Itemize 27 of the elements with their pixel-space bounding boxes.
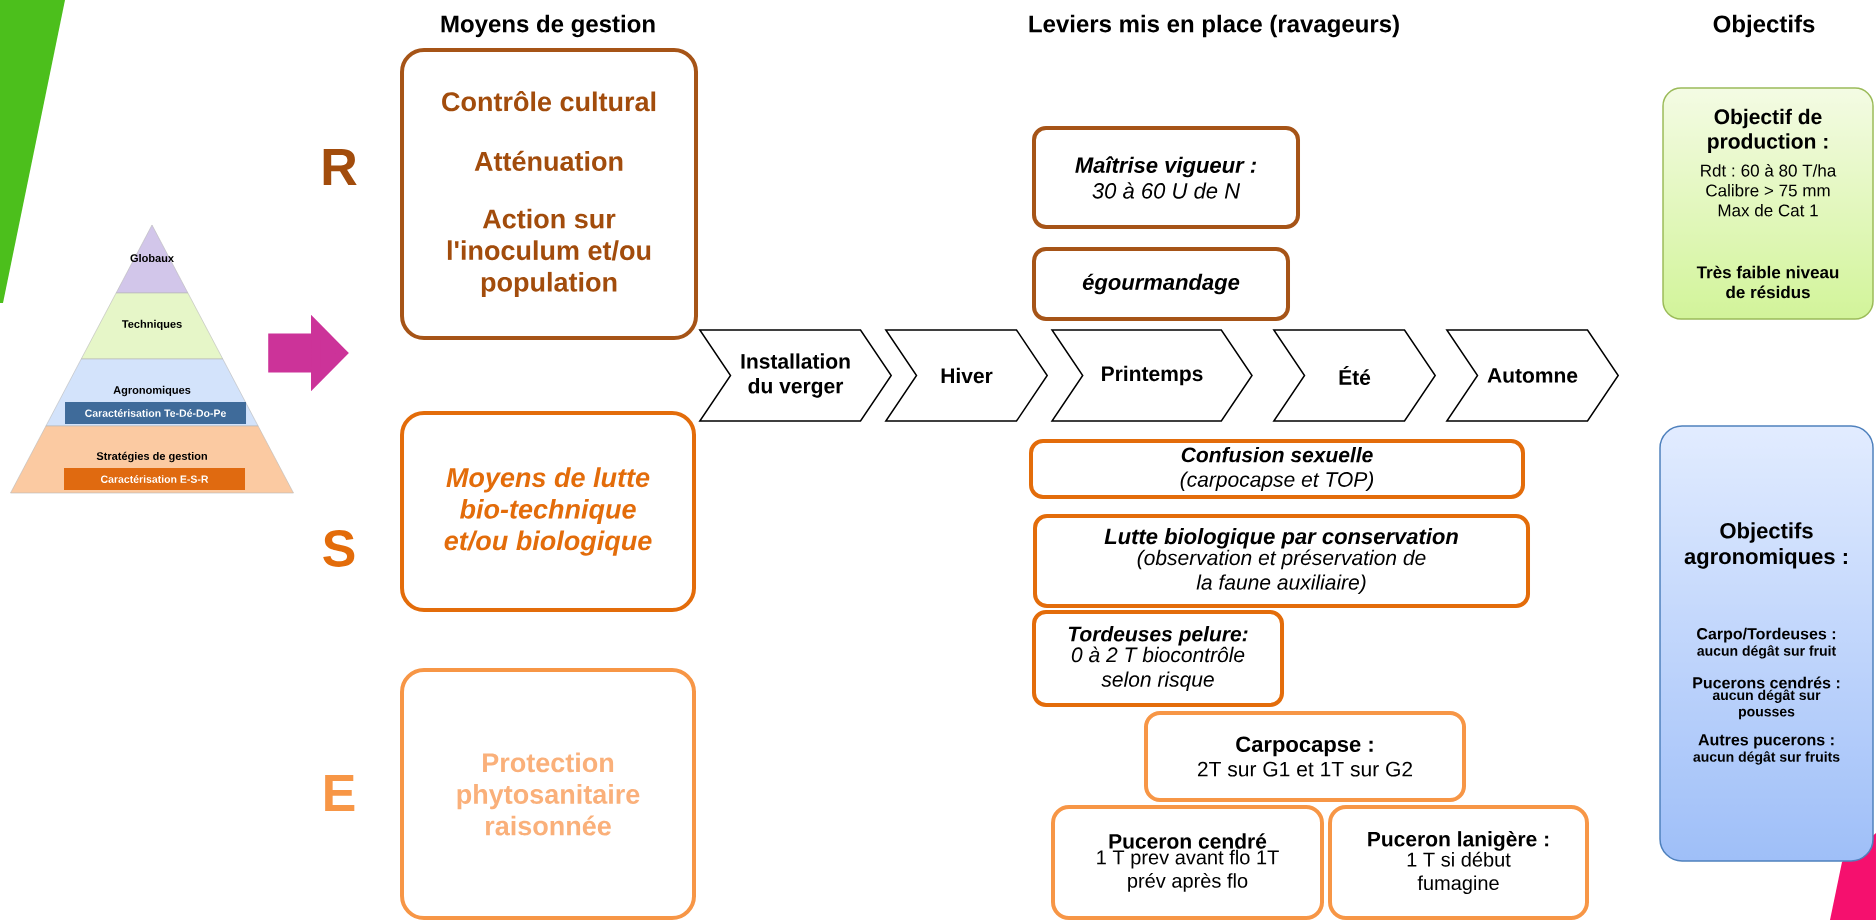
objective-box: Objectif de production : Rdt : 60 à 80 T/ha Calibre > 75 mm Max de Cat 1 Très faible niveau de résidus <box>1662 87 1874 320</box>
rounded-box: Carpocapse : 2T sur G1 et 1T sur G2 <box>1144 711 1466 802</box>
pyramid-band: Globaux <box>115 224 189 294</box>
rounded-box: égourmandage <box>1032 247 1290 321</box>
level-letter: R <box>323 149 357 185</box>
rounded-box: Maîtrise vigueur : 30 à 60 U de N <box>1032 126 1300 229</box>
rounded-box: Puceron cendré 1 T prev avant flo 1T prév après flo <box>1051 805 1324 920</box>
rounded-box: Lutte biologique par conservation (observation et préservation de la faune auxiliaire) <box>1033 514 1530 608</box>
pyramid-band: Techniques <box>80 292 224 360</box>
timeline-step: Automne <box>1445 329 1620 422</box>
rounded-box: Protection phytosanitaire raisonnée <box>400 668 696 920</box>
rounded-box: Confusion sexuelle (carpocapse et TOP) <box>1029 439 1525 499</box>
label-bar: Caractérisation E-S-R <box>64 468 245 490</box>
timeline-step: Été <box>1272 329 1437 422</box>
rounded-box: Moyens de lutte bio-technique et/ou biologique <box>400 411 696 612</box>
level-letter: E <box>325 775 355 811</box>
level-letter: S <box>323 530 355 567</box>
rounded-box: Tordeuses pelure: 0 à 2 T biocontrôle selon risque <box>1032 610 1284 707</box>
timeline-step: Hiver <box>884 329 1049 422</box>
label-bar: Caractérisation Te-Dé-Do-Pe <box>65 402 246 424</box>
timeline-step: Installation du verger <box>698 329 893 422</box>
column-heading: Objectifs <box>1713 14 1815 38</box>
objective-box: Objectifs agronomiques : Carpo/Tordeuses : aucun dégât sur fruit Pucerons cendrés : aucun dégât sur pousses Autres pucerons : aucun dégât sur fruits <box>1659 425 1874 862</box>
column-heading: Leviers mis en place (ravageurs) <box>1029 14 1399 38</box>
rounded-box: Contrôle cultural Atténuation Action sur l'inoculum et/ou population <box>400 48 698 340</box>
timeline-step: Printemps <box>1050 329 1253 422</box>
rounded-box: Puceron lanigère : 1 T si début fumagine <box>1328 805 1589 920</box>
